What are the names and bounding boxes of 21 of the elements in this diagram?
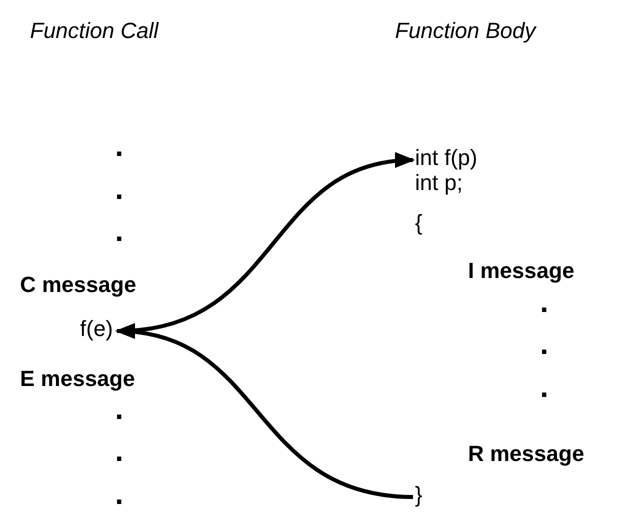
ellipsis-dot: . xyxy=(115,480,124,510)
code-text: int p; xyxy=(415,172,463,194)
ellipsis-dot: . xyxy=(115,132,124,162)
code-text: f(e) xyxy=(80,318,113,340)
code-text: { xyxy=(415,212,422,234)
curved-arrow xyxy=(115,324,414,499)
ellipsis-dot: . xyxy=(540,373,548,403)
message-label: I message xyxy=(468,260,574,282)
ellipsis-dot: . xyxy=(540,288,548,318)
ellipsis-dot: . xyxy=(115,217,124,247)
code-text: } xyxy=(415,484,422,506)
ellipsis-dot: . xyxy=(115,175,124,205)
message-label: C message xyxy=(20,274,136,296)
code-text: int f(p) xyxy=(415,147,478,169)
ellipsis-dot: . xyxy=(115,395,124,425)
message-label: R message xyxy=(468,443,584,465)
column-heading: Function Body xyxy=(395,20,536,42)
ellipsis-dot: . xyxy=(540,330,548,360)
column-heading: Function Call xyxy=(30,20,158,42)
ellipsis-dot: . xyxy=(115,437,124,467)
message-label: E message xyxy=(20,368,135,390)
